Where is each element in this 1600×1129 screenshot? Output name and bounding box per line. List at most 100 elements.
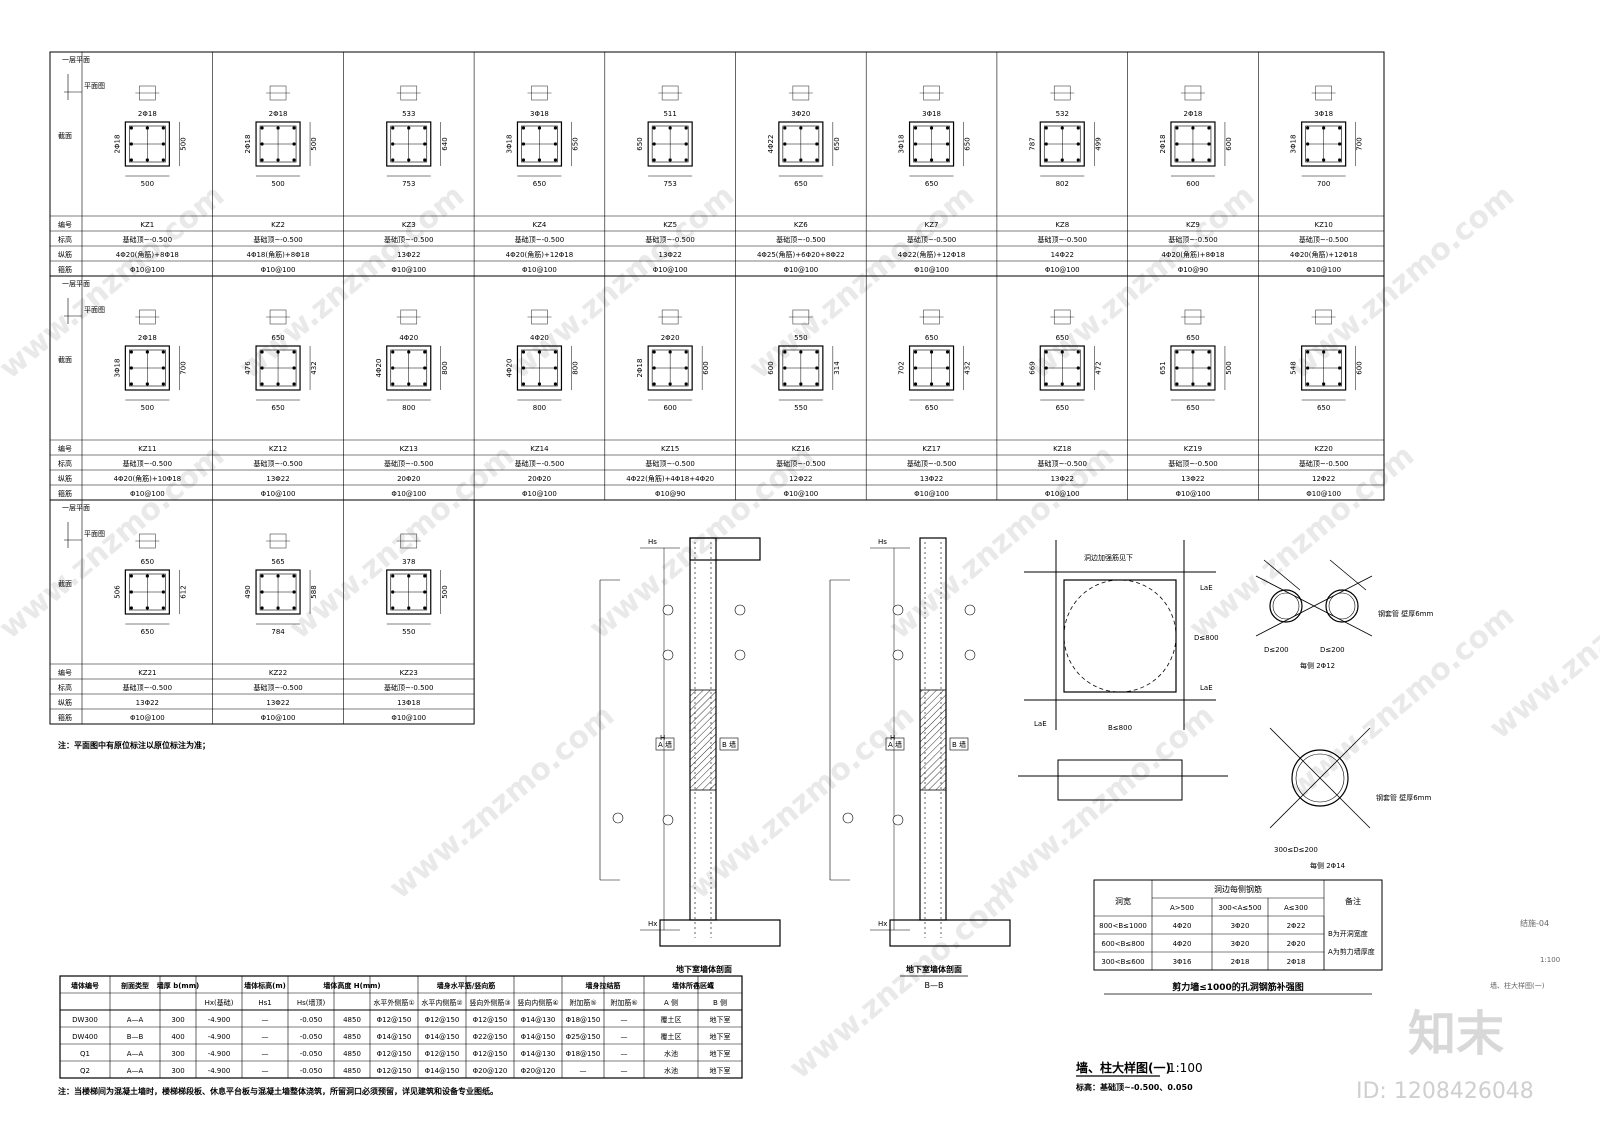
dim-bottom: 784 bbox=[271, 628, 285, 636]
column-long-bar: 13Φ22 bbox=[920, 475, 943, 483]
rebar-dot bbox=[799, 126, 803, 130]
wall-table-cell: 地下室 bbox=[710, 1066, 731, 1075]
wall-table-cell: A—A bbox=[127, 1016, 144, 1024]
rebar-dot bbox=[292, 366, 296, 370]
hole-table-remark: A为剪力墙厚度 bbox=[1328, 947, 1375, 956]
column-stirrup-spec: Φ10@100 bbox=[261, 490, 296, 498]
wall-table-cell: Φ25@150 bbox=[566, 1033, 601, 1041]
column-long-bar: 12Φ22 bbox=[789, 475, 812, 483]
rebar-dot bbox=[537, 382, 542, 386]
rebar-dot bbox=[815, 126, 819, 130]
watermark-text: www.znzmo.com bbox=[0, 178, 231, 386]
column-long-bar: 13Φ22 bbox=[1181, 475, 1204, 483]
column-section-outline bbox=[647, 121, 693, 167]
rebar-dot bbox=[929, 382, 934, 386]
rebar-dot bbox=[145, 158, 149, 162]
wall-table-subheader: 附加筋⑤ bbox=[569, 998, 596, 1007]
rebar-dot bbox=[423, 350, 427, 354]
dim-top: 565 bbox=[271, 558, 284, 566]
sheet-scale: 1:100 bbox=[1540, 956, 1560, 964]
rebar-dot bbox=[260, 382, 264, 386]
rebar-dot bbox=[145, 382, 149, 386]
dim-left: 2Φ18 bbox=[1159, 135, 1167, 154]
rebar-dot bbox=[423, 606, 427, 610]
wall-table-cell: -0.050 bbox=[300, 1067, 323, 1075]
column-elevation: 基础顶~-0.500 bbox=[384, 683, 433, 692]
dim-top: 4Φ20 bbox=[399, 334, 418, 342]
rebar-dot bbox=[129, 366, 133, 370]
row-label-id: 编号 bbox=[58, 444, 72, 453]
dim-bottom: 753 bbox=[663, 180, 676, 188]
column-section-outline bbox=[647, 345, 693, 391]
column-elevation: 基础顶~-0.500 bbox=[1168, 459, 1217, 468]
rebar-dot bbox=[1044, 142, 1048, 146]
dim-left: 548 bbox=[1290, 361, 1298, 374]
column-stirrup-spec: Φ10@100 bbox=[783, 266, 818, 274]
rebar-dot bbox=[1306, 350, 1310, 354]
watermark-text: www.znzmo.com bbox=[883, 438, 1121, 646]
wall-table-cell: 4850 bbox=[343, 1067, 361, 1075]
rebar-dot bbox=[1306, 142, 1310, 146]
column-stirrup-spec: Φ10@100 bbox=[1176, 490, 1211, 498]
rebar-dot bbox=[1338, 366, 1342, 370]
dim-left: 651 bbox=[1159, 361, 1167, 374]
rebar-dot bbox=[553, 126, 558, 130]
dim-right: 600 bbox=[1356, 361, 1364, 374]
wall-table-cell: -0.050 bbox=[300, 1016, 323, 1024]
hole-label: LaE bbox=[1200, 684, 1213, 692]
rebar-dot bbox=[1207, 142, 1211, 146]
rebar-dot bbox=[260, 158, 264, 162]
dim-left: 506 bbox=[113, 585, 121, 599]
dim-right: 612 bbox=[179, 585, 187, 598]
wall-table-header: 剖面类型 bbox=[121, 981, 149, 990]
hole-table-cell: 4Φ20 bbox=[1173, 922, 1192, 930]
hole-table-cell: 2Φ18 bbox=[1231, 958, 1250, 966]
wall-table-cell: -4.900 bbox=[208, 1016, 231, 1024]
dim-left: 600 bbox=[767, 361, 775, 374]
row-label-section: 截面 bbox=[58, 579, 72, 588]
column-stirrup-spec: Φ10@100 bbox=[391, 266, 426, 274]
rebar-dot bbox=[1060, 126, 1064, 130]
wall-table-cell: A—A bbox=[127, 1067, 144, 1075]
column-section-outline bbox=[516, 345, 563, 391]
rebar-dot bbox=[276, 350, 280, 354]
hole-table-cell: 800<B≤1000 bbox=[1099, 922, 1147, 930]
column-id: KZ18 bbox=[1053, 445, 1071, 453]
column-stirrup-spec: Φ10@100 bbox=[653, 266, 688, 274]
rebar-dot bbox=[1175, 142, 1179, 146]
wall-table-cell: Φ20@120 bbox=[521, 1067, 556, 1075]
watermark-text: www.znzmo.com bbox=[683, 698, 921, 906]
rebar-dot bbox=[929, 158, 934, 162]
rebar-dot bbox=[1338, 126, 1342, 130]
wall-table-cell: 覆土区 bbox=[661, 1032, 682, 1041]
dim-right: 432 bbox=[310, 361, 318, 374]
watermark-text: www.znzmo.com bbox=[233, 178, 471, 386]
wall-table-header: 墙厚 b(mm) bbox=[157, 981, 199, 990]
axis-label: 一层平面 bbox=[62, 56, 90, 64]
watermark-text: www.znzmo.com bbox=[983, 698, 1221, 906]
column-section-outline bbox=[124, 345, 170, 391]
rebar-dot bbox=[129, 142, 133, 146]
pipe-label: D≤200 bbox=[1264, 646, 1289, 654]
rebar-dot bbox=[1076, 350, 1080, 354]
column-long-bar: 13Φ18 bbox=[397, 699, 420, 707]
dim-left: 787 bbox=[1028, 137, 1036, 150]
wall-table-cell: 地下室 bbox=[710, 1015, 731, 1024]
hole-label: LaE bbox=[1034, 720, 1047, 728]
rebar-dot bbox=[161, 382, 165, 386]
rebar-dot bbox=[260, 590, 264, 594]
wall-table-cell: — bbox=[262, 1050, 269, 1058]
dim-top: 650 bbox=[271, 334, 284, 342]
callout-circle bbox=[964, 649, 976, 661]
rebar-dot bbox=[1060, 382, 1064, 386]
column-elevation: 基础顶~-0.500 bbox=[1038, 459, 1087, 468]
rebar-dot bbox=[1044, 350, 1048, 354]
wall-table-cell: — bbox=[262, 1067, 269, 1075]
wall-table-cell: Φ14@150 bbox=[425, 1033, 460, 1041]
rebar-dot bbox=[1175, 350, 1179, 354]
column-id: KZ13 bbox=[400, 445, 418, 453]
hole-label: 洞边加强筋见下 bbox=[1084, 553, 1133, 562]
dim-bottom: 700 bbox=[1317, 180, 1330, 188]
wall-table-cell: Φ14@130 bbox=[521, 1016, 556, 1024]
